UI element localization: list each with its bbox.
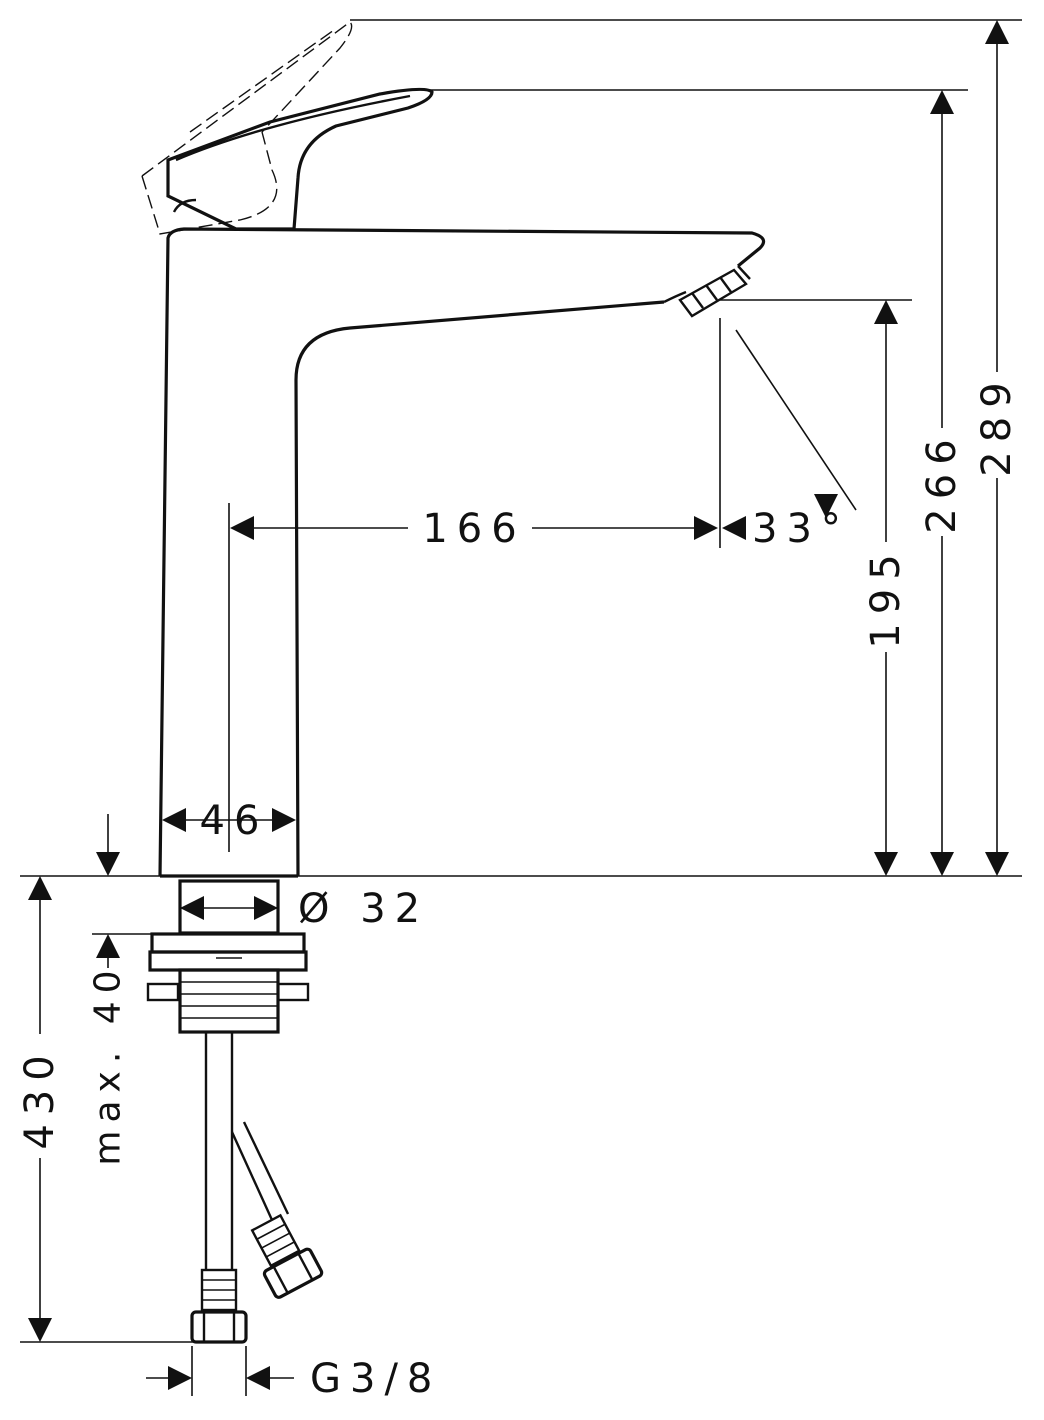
- dim-body-width-label: 46: [200, 798, 269, 844]
- hose-fitting-angled: [250, 1213, 324, 1299]
- hose-fitting-vertical: [190, 1268, 248, 1344]
- dimension-arrowheads: [28, 20, 1009, 1390]
- dim-shank-diameter-label: Ø 32: [298, 886, 429, 932]
- dim-hose-length-label: 430: [17, 1046, 63, 1149]
- dim-height-handle-label: 266: [919, 430, 965, 533]
- dim-height-outlet-label: 195: [863, 545, 909, 648]
- lever-handle: [166, 87, 434, 231]
- dim-mount-thickness-label: max. 40: [88, 962, 129, 1165]
- faucet-body: [141, 21, 766, 878]
- dim-spray-angle-label: 33°: [752, 506, 850, 552]
- dim-projection-label: 166: [422, 506, 525, 552]
- dim-connection-thread-label: G3/8: [310, 1356, 441, 1402]
- dimension-lines: [39, 44, 998, 1379]
- extension-lines: [20, 19, 1022, 1396]
- supply-hoses: [190, 1032, 324, 1344]
- mounting-assembly: [146, 879, 310, 1034]
- dimension-labels: 289 266 195 166 33° 46 Ø 32 430 max. 40 …: [17, 373, 1020, 1402]
- dim-height-total-label: 289: [974, 373, 1020, 476]
- lever-handle-open-outline: [141, 21, 353, 235]
- aerator: [663, 265, 751, 318]
